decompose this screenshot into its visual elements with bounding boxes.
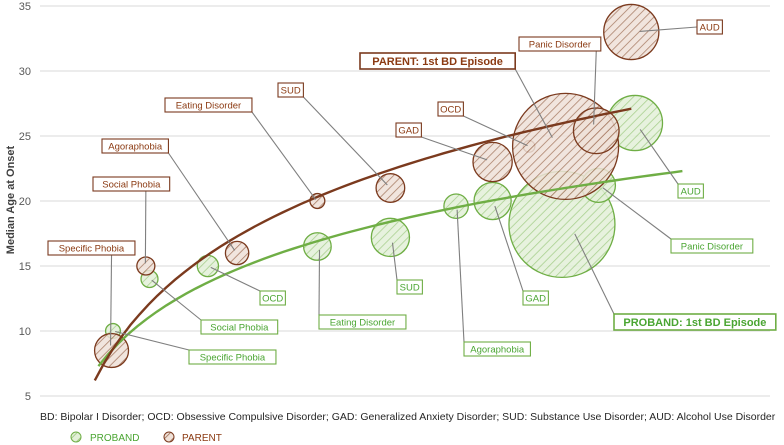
y-tick-label: 15 (19, 261, 31, 273)
parent-label-box-specific-phobia (47, 240, 136, 256)
proband-label-aud: AUD (681, 186, 701, 197)
proband-label-box-gad (522, 290, 549, 306)
proband-label-specific-phobia: Specific Phobia (200, 352, 266, 363)
y-tick-label: 20 (19, 196, 31, 208)
proband-trend-line (97, 169, 683, 367)
proband-label-box-ocd (259, 290, 286, 306)
proband-leader-specific-phobia (115, 330, 190, 351)
proband-leader-panic-disorder (602, 187, 672, 240)
parent-label-box-parent-1st-bd-episode (359, 52, 516, 70)
parent-bubble-aud (603, 3, 660, 61)
parent-leader-gad (421, 136, 488, 161)
proband-label-box-specific-phobia (188, 349, 277, 365)
parent-label-box-panic-disorder (518, 36, 602, 52)
parent-label-box-ocd (437, 101, 464, 117)
parent-label-gad: GAD (398, 125, 419, 136)
proband-label-social-phobia: Social Phobia (210, 322, 269, 333)
proband-label-box-eating-disorder (318, 314, 407, 330)
parent-leader-sud (302, 96, 388, 186)
y-tick-label: 30 (19, 66, 31, 78)
parent-label-aud: AUD (700, 22, 720, 33)
parent-label-box-social-phobia (92, 176, 171, 192)
proband-label-box-sud (396, 279, 423, 295)
proband-label-sud: SUD (400, 282, 420, 293)
parent-trend-line (93, 107, 632, 381)
parent-label-box-aud (696, 19, 723, 35)
y-tick-label: 5 (25, 391, 31, 403)
proband-label-agoraphobia: Agoraphobia (470, 344, 525, 355)
proband-leader-social-phobia (151, 279, 202, 321)
proband-label-box-aud (677, 183, 704, 199)
proband-label-proband-1st-bd-episode: PROBAND: 1st BD Episode (623, 317, 766, 329)
legend-proband-label: PROBAND (90, 433, 139, 444)
proband-label-box-proband-1st-bd-episode (613, 313, 777, 331)
parent-label-social-phobia: Social Phobia (102, 179, 161, 190)
parent-label-panic-disorder: Panic Disorder (529, 39, 591, 50)
proband-bubbles (104, 94, 664, 340)
y-axis: 5 10 15 20 25 30 35 (19, 1, 31, 403)
proband-leader-aud (639, 129, 679, 185)
proband-label-eating-disorder: Eating Disorder (330, 317, 395, 328)
proband-label-box-panic-disorder (670, 238, 754, 254)
parent-label-box-gad (395, 122, 422, 138)
parent-bubble-agoraphobia (224, 240, 250, 266)
trend-lines (93, 107, 683, 381)
y-tick-label: 10 (19, 326, 31, 338)
parent-leader-aud (639, 26, 698, 33)
proband-label-panic-disorder: Panic Disorder (681, 241, 743, 252)
parent-label-parent-1st-bd-episode: PARENT: 1st BD Episode (372, 56, 503, 68)
parent-label-box-sud (277, 82, 304, 98)
parent-label-box-agoraphobia (101, 138, 169, 154)
y-tick-label: 35 (19, 1, 31, 13)
legend-proband-swatch (70, 431, 82, 443)
proband-label-box-agoraphobia (463, 341, 531, 357)
parent-leader-specific-phobia (110, 254, 113, 346)
parent-leader-agoraphobia (167, 152, 236, 251)
parent-leader-eating-disorder (251, 111, 317, 200)
leader-lines (110, 26, 698, 351)
parent-label-sud: SUD (281, 85, 301, 96)
y-tick-label: 25 (19, 131, 31, 143)
proband-label-gad: GAD (525, 293, 546, 304)
parent-leader-panic-disorder (593, 50, 597, 125)
parent-label-agoraphobia: Agoraphobia (108, 141, 163, 152)
proband-leader-sud (391, 242, 398, 281)
y-axis-title: Median Age at Onset (5, 145, 17, 254)
parent-label-specific-phobia: Specific Phobia (59, 243, 125, 254)
proband-leader-ocd (210, 266, 261, 292)
proband-leader-agoraphobia (456, 209, 465, 343)
parent-label-ocd: OCD (440, 104, 461, 115)
legend-parent-swatch (163, 431, 175, 443)
proband-leader-gad (494, 205, 524, 292)
proband-leader-proband-1st-bd-episode (574, 233, 615, 315)
proband-label-box-social-phobia (200, 319, 279, 335)
proband-bubble-ocd (196, 254, 220, 278)
proband-leader-eating-disorder (318, 250, 321, 316)
proband-bubble-sud (370, 217, 411, 258)
parent-label-box-eating-disorder (164, 97, 253, 113)
footnote: BD: Bipolar I Disorder; OCD: Obsessive C… (40, 411, 776, 423)
legend: PROBAND PARENT (70, 431, 222, 444)
legend-parent-label: PARENT (182, 433, 222, 444)
parent-leader-ocd (463, 115, 528, 147)
parent-label-eating-disorder: Eating Disorder (176, 100, 241, 111)
parent-leader-parent-1st-bd-episode (514, 68, 553, 138)
parent-bubble-gad (472, 141, 513, 183)
proband-bubble-eating-disorder (302, 232, 332, 261)
proband-label-ocd: OCD (262, 293, 283, 304)
